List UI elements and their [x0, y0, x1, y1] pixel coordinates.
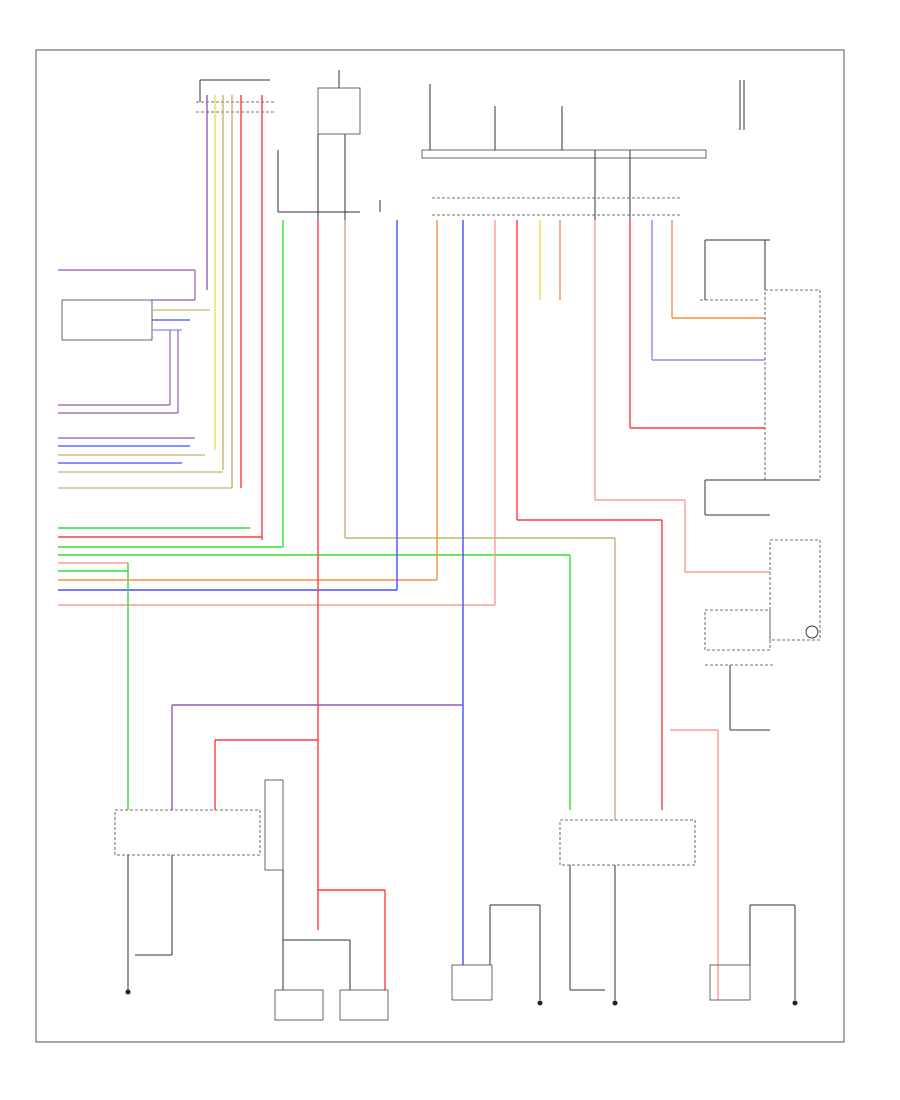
right-relay — [704, 609, 771, 651]
sensor-right — [709, 964, 751, 1001]
bottom-left — [114, 704, 463, 1021]
junction-block — [421, 149, 707, 159]
right-switch-2 — [769, 539, 821, 641]
sensor-left — [451, 964, 493, 1001]
left-module-side — [264, 779, 284, 871]
ground-icon-center — [612, 1000, 618, 1006]
left-connector — [61, 299, 153, 341]
right-switch-box — [764, 289, 821, 481]
ground-icon-left — [125, 989, 131, 995]
lamp-left — [274, 989, 324, 1021]
ground-icon-mid — [537, 1000, 543, 1006]
diagram-frame — [35, 49, 845, 1043]
right-components — [670, 239, 821, 1000]
left-harness — [58, 95, 570, 606]
bottom-right — [451, 819, 798, 1006]
left-module — [114, 809, 261, 856]
top-connector-group — [196, 70, 745, 220]
fuse-block — [317, 87, 361, 135]
lamp-right — [339, 989, 389, 1021]
ground-icon-right — [792, 1000, 798, 1006]
right-module — [559, 819, 696, 866]
vertical-drops — [127, 220, 770, 965]
